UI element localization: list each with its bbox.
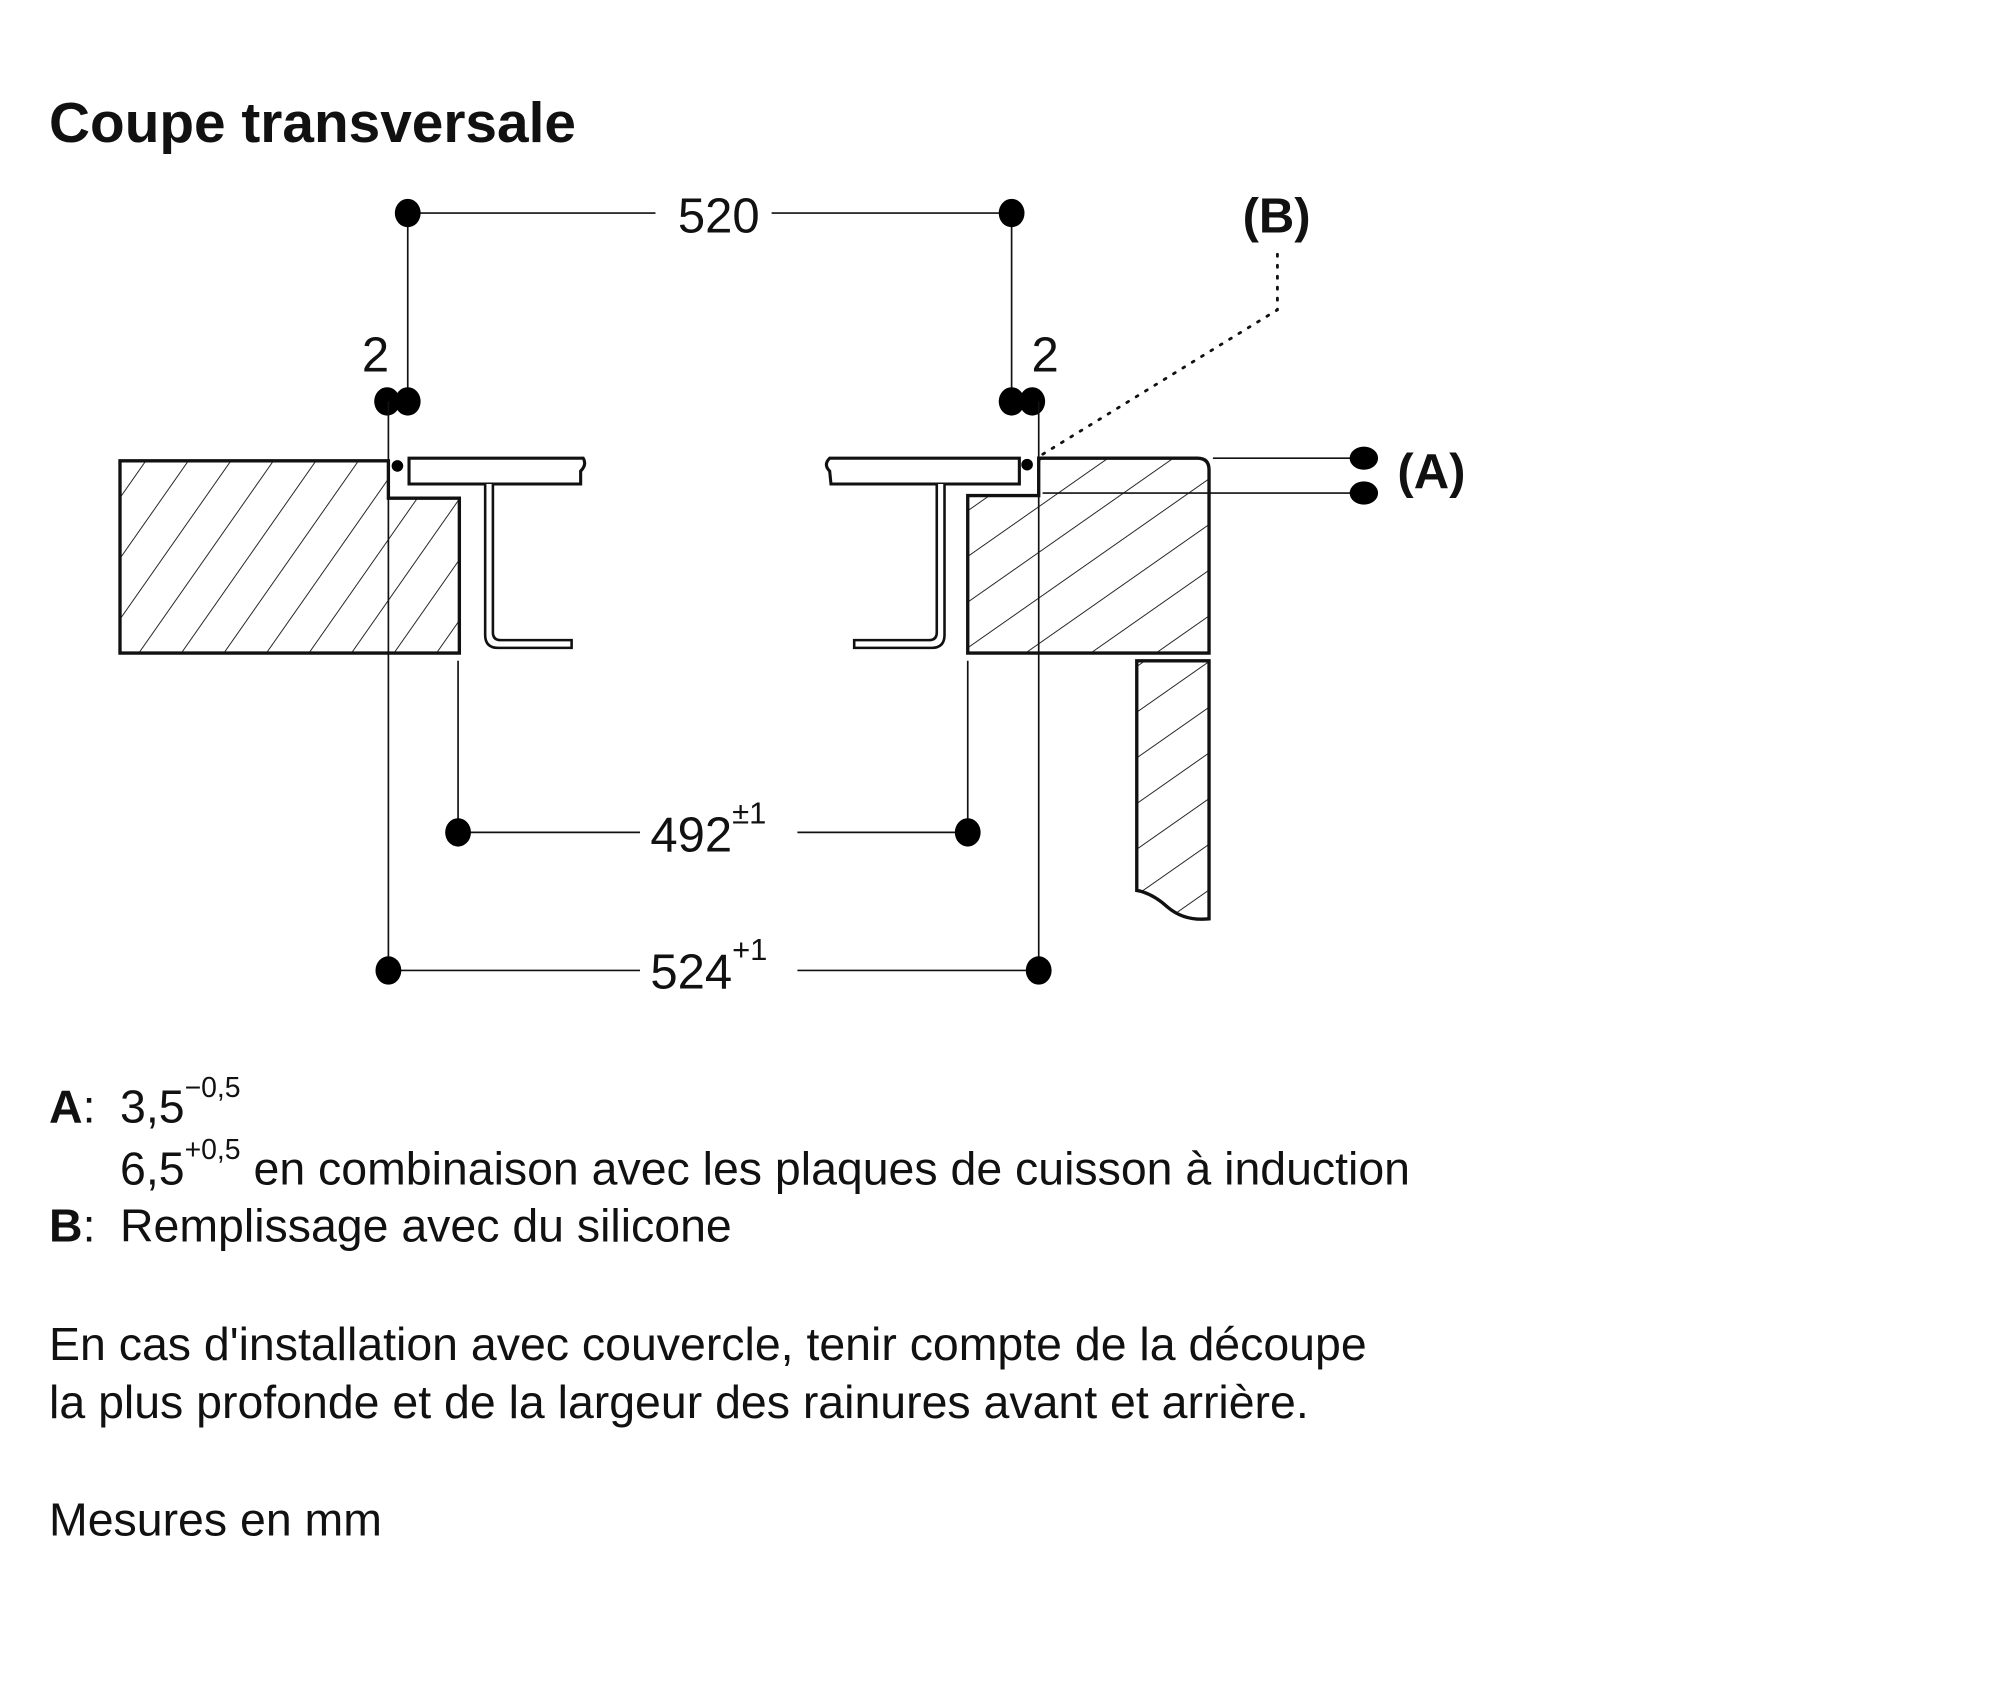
gap-right-label: 2	[1032, 329, 1059, 383]
legend-a-value1: 3,5	[120, 1081, 185, 1133]
legend-a-note: en combinaison avec les plaques de cuiss…	[241, 1143, 1410, 1195]
svg-text:3,5−0,5: 3,5−0,5	[120, 1072, 241, 1133]
legend-a-tol1: −0,5	[185, 1072, 241, 1104]
legend-a-value2: 6,5	[120, 1143, 185, 1195]
left-countertop	[118, 459, 462, 655]
dimension-524: 524+1	[375, 932, 1052, 1000]
dimension-492-label: 492	[650, 809, 732, 863]
svg-text:524+1: 524+1	[650, 932, 767, 999]
legend-a-key: A	[49, 1081, 83, 1133]
front-panel	[1135, 659, 1211, 921]
gap-dimension-right: 2	[998, 329, 1059, 416]
right-countertop	[966, 456, 1211, 655]
units-note: Mesures en mm	[49, 1494, 382, 1546]
label-a: (A)	[1397, 445, 1465, 499]
legend-a-tol2: +0,5	[185, 1134, 241, 1166]
legend: A: 3,5−0,5 6,5+0,5 en combinaison avec l…	[49, 1072, 1410, 1252]
legend-b-colon: :	[83, 1199, 96, 1251]
dimension-520: 520	[394, 189, 1025, 401]
svg-text:492±1: 492±1	[650, 795, 766, 862]
label-b: (B)	[1243, 189, 1311, 243]
dimension-492-tolerance: ±1	[732, 795, 766, 830]
installation-note-line2: la plus profonde et de la largeur des ra…	[49, 1376, 1309, 1428]
svg-text:B:: B:	[49, 1199, 95, 1251]
gap-left-label: 2	[362, 329, 389, 383]
legend-a-colon: :	[83, 1081, 96, 1133]
right-silicone-seal	[1021, 458, 1033, 471]
right-hob-profile	[824, 456, 1021, 650]
legend-b-text: Remplissage avec du silicone	[120, 1199, 732, 1251]
left-hob-profile	[407, 456, 587, 650]
callout-b: (B)	[1041, 189, 1311, 456]
svg-text:6,5+0,5 en combinaison avec le: 6,5+0,5 en combinaison avec les plaques …	[120, 1134, 1410, 1195]
left-silicone-seal	[391, 460, 404, 472]
dimension-524-label: 524	[650, 946, 732, 1000]
dimension-524-tolerance: +1	[732, 932, 767, 967]
gap-dimension-left: 2	[362, 329, 421, 416]
dimension-a: (A)	[1042, 445, 1465, 505]
legend-b-key: B	[49, 1199, 83, 1251]
installation-note-line1: En cas d'installation avec couvercle, te…	[49, 1318, 1367, 1370]
svg-text:A:: A:	[49, 1081, 95, 1133]
page-title: Coupe transversale	[49, 92, 576, 155]
dimension-492: 492±1	[445, 660, 981, 863]
dimension-520-label: 520	[678, 189, 760, 243]
